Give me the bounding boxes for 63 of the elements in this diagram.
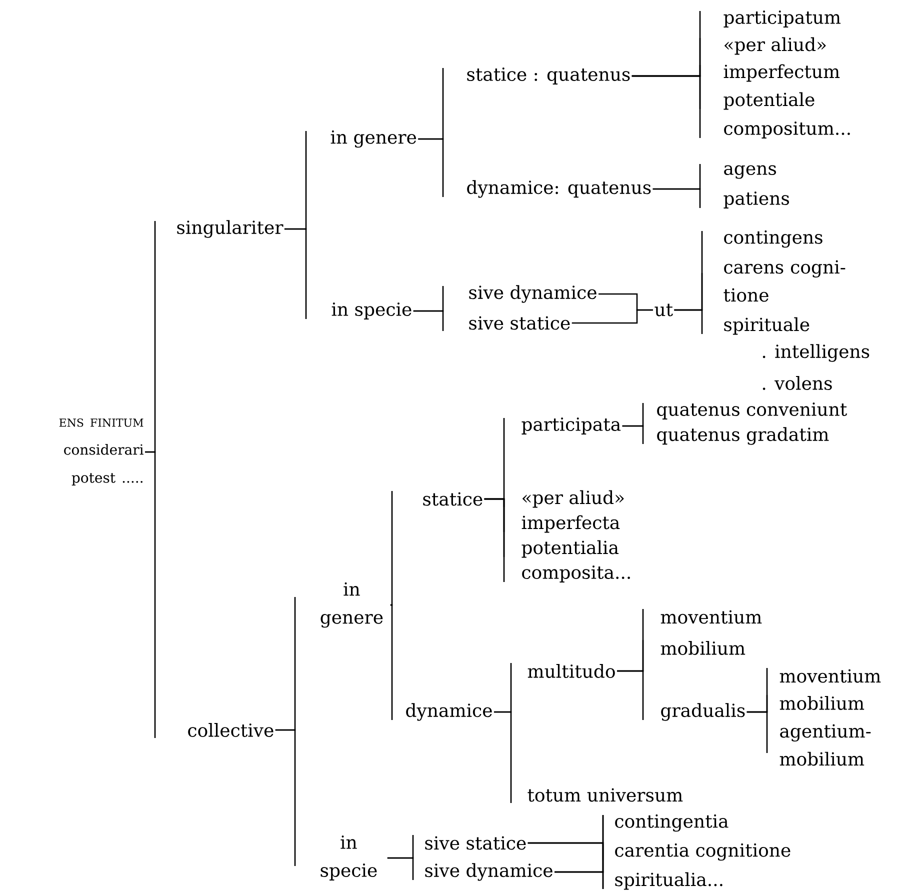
brace-line xyxy=(622,425,644,444)
term: . intelligens xyxy=(762,344,870,362)
brace-line xyxy=(746,711,768,753)
brace-line xyxy=(145,451,156,738)
brace-line xyxy=(284,228,307,319)
term: quatenus conveniunt xyxy=(657,402,848,420)
term: in genere xyxy=(330,130,416,148)
term: patiens xyxy=(724,192,789,208)
term: agens xyxy=(724,165,776,179)
term: potentiale xyxy=(724,92,814,110)
term: participatum xyxy=(724,10,841,28)
term: in specie xyxy=(332,302,412,320)
brace-line xyxy=(413,310,444,331)
term: mobilium xyxy=(780,696,864,710)
term: sive statice xyxy=(425,836,526,850)
term: imperfecta xyxy=(522,515,620,533)
term: . volens xyxy=(762,376,832,390)
term: ENS FINITUM considerari potest ..... xyxy=(59,418,144,486)
term: agentium- mobilium xyxy=(780,724,871,766)
term: statice xyxy=(423,492,482,506)
term: contingentia xyxy=(615,814,728,832)
brace-line xyxy=(390,491,393,606)
brace-line xyxy=(632,75,701,138)
brace-line xyxy=(275,729,296,866)
term: contingens xyxy=(724,230,822,248)
brace-line xyxy=(617,670,644,720)
term: composita... xyxy=(522,566,630,582)
term: totum universum xyxy=(528,788,683,802)
brace-line xyxy=(418,138,444,197)
term: in genere xyxy=(320,582,383,628)
term: gradualis xyxy=(661,703,745,721)
term: «per aliud» xyxy=(522,490,624,508)
term: spirituale xyxy=(724,317,810,335)
term: moventium xyxy=(780,669,881,683)
term: «per aliud» xyxy=(724,37,826,55)
term: moventium xyxy=(660,610,762,624)
brace-line xyxy=(387,857,414,880)
term: singulariter xyxy=(177,220,284,238)
brace-line xyxy=(494,711,512,803)
term: participata xyxy=(522,418,621,434)
term: compositum... xyxy=(724,122,850,138)
term: collective xyxy=(188,723,274,737)
brace-line xyxy=(484,498,505,582)
term: sive dynamice xyxy=(469,285,596,303)
term: sive statice xyxy=(469,316,570,330)
term: dynamice xyxy=(406,703,492,721)
term: carentia cognitione xyxy=(615,843,790,861)
term: ut xyxy=(654,304,673,316)
term: imperfectum xyxy=(724,64,840,82)
brace-line xyxy=(390,604,393,720)
term: mobilium xyxy=(660,641,746,655)
term: multitudo xyxy=(528,664,615,678)
term: sive dynamice xyxy=(425,863,552,881)
brace-line xyxy=(572,309,653,324)
term: quatenus gradatim xyxy=(657,427,829,445)
term: statice : quatenus xyxy=(467,68,630,84)
term: potentialia xyxy=(522,540,618,558)
brace-line xyxy=(554,871,604,889)
brace-line xyxy=(652,188,701,208)
brace-line xyxy=(674,309,703,334)
term: spiritualia... xyxy=(615,872,722,890)
term: dynamice: quatenus xyxy=(467,180,651,198)
term: in specie xyxy=(320,836,377,880)
